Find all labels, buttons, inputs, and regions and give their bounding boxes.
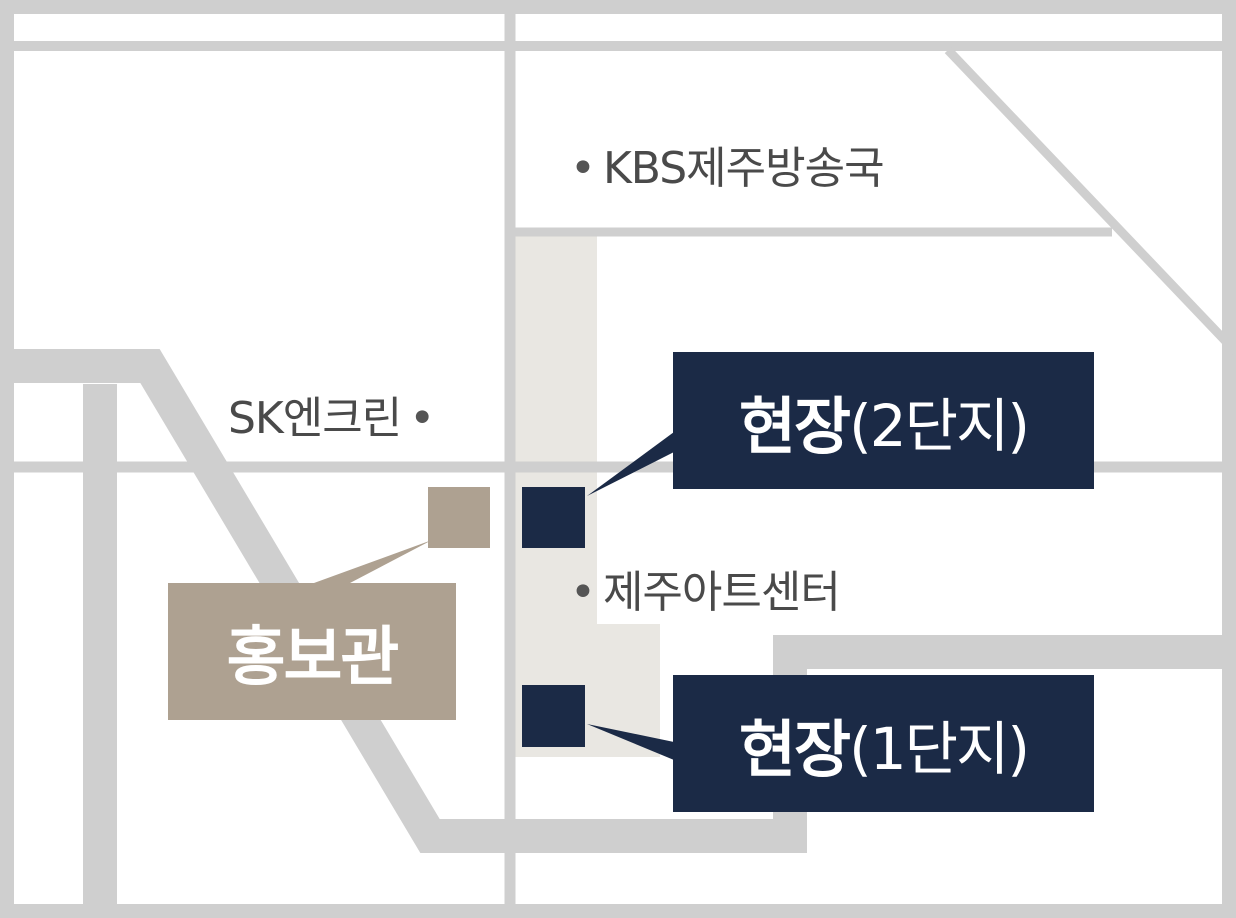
promo-hall-title: 홍보관 [226, 620, 400, 695]
bullet-icon: • [570, 567, 596, 618]
site2-subtitle: (2단지) [849, 391, 1030, 460]
landmark-kbs: •KBS제주방송국 [562, 132, 885, 196]
site1-callout: 현장(1단지) [673, 675, 1094, 812]
road-main-avenue [0, 349, 1236, 853]
landmark-kbs-text: KBS제주방송국 [602, 143, 885, 194]
site2-callout: 현장(2단지) [673, 352, 1094, 489]
site1-marker [522, 685, 585, 747]
bullet-icon: • [409, 393, 435, 444]
promo-hall-callout: 홍보관 [168, 583, 456, 720]
site1-title: 현장 [739, 712, 851, 786]
site1-subtitle: (1단지) [849, 714, 1030, 783]
landmark-art-center: •제주아트센터 [562, 556, 841, 620]
landmark-art-text: 제주아트센터 [602, 567, 841, 618]
landmark-sk-enclean: SK엔크린• [228, 382, 442, 446]
site-block [515, 236, 660, 757]
site2-title: 현장 [739, 389, 851, 463]
site2-marker [522, 487, 585, 548]
site2-pointer [587, 432, 674, 496]
promo-hall-marker [428, 487, 490, 548]
landmark-sk-text: SK엔크린 [228, 393, 402, 444]
bullet-icon: • [570, 143, 596, 194]
promo-pointer [314, 540, 432, 583]
site1-pointer [587, 724, 674, 760]
road-diagonal-northeast [944, 46, 1236, 356]
